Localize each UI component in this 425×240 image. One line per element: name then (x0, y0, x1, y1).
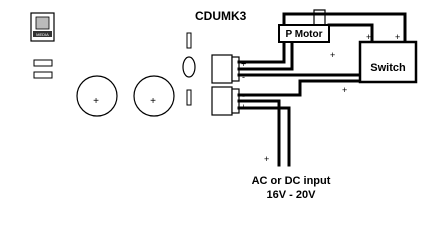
wire-top-rail (282, 12, 407, 44)
wire-input-negative (237, 106, 291, 167)
capacitor-left-plus: + (93, 96, 99, 107)
switch-box: Switch (358, 40, 418, 84)
resistor-top (33, 59, 53, 67)
board-component-logo: MEDIA (30, 12, 55, 42)
input-label-line2: 16V - 20V (267, 189, 317, 201)
capacitor-left: + (76, 75, 118, 117)
input-label-line1: AC or DC input (252, 175, 331, 187)
motor-box: P Motor (278, 24, 330, 43)
wires (237, 12, 407, 167)
board-title: CDUMK3 (195, 9, 247, 23)
wire-motor-to-switch (327, 23, 374, 44)
logo-text: MEDIA (36, 32, 49, 37)
wire-motor-loop (313, 9, 326, 25)
resistor-bottom (33, 71, 53, 79)
wiring-diagram: MEDIA + + CDUMK3 + - - + (30, 9, 418, 201)
wire-plus-mark: + (342, 85, 347, 95)
input-plus-mark: + (264, 154, 269, 164)
terminal-top-minus: - (242, 72, 245, 82)
capacitor-right-plus: + (150, 96, 156, 107)
diode-bottom (186, 89, 192, 106)
motor-label: P Motor (285, 29, 322, 40)
wire-motor-second-lead (237, 40, 294, 71)
motor-plus: + (330, 50, 335, 60)
crystal-oval (182, 56, 196, 78)
switch-label: Switch (370, 62, 406, 74)
switch-left-plus: + (366, 32, 371, 42)
terminal-block-bottom: - + (211, 86, 246, 116)
switch-right-plus: + (395, 32, 400, 42)
terminal-top-plus: + (241, 59, 246, 69)
capacitor-right: + (133, 75, 175, 117)
terminal-block-top: + - (211, 54, 246, 84)
wire-terminal-to-switch-lower (237, 79, 362, 97)
wire-input-positive (237, 99, 281, 167)
diode-top (186, 32, 192, 49)
